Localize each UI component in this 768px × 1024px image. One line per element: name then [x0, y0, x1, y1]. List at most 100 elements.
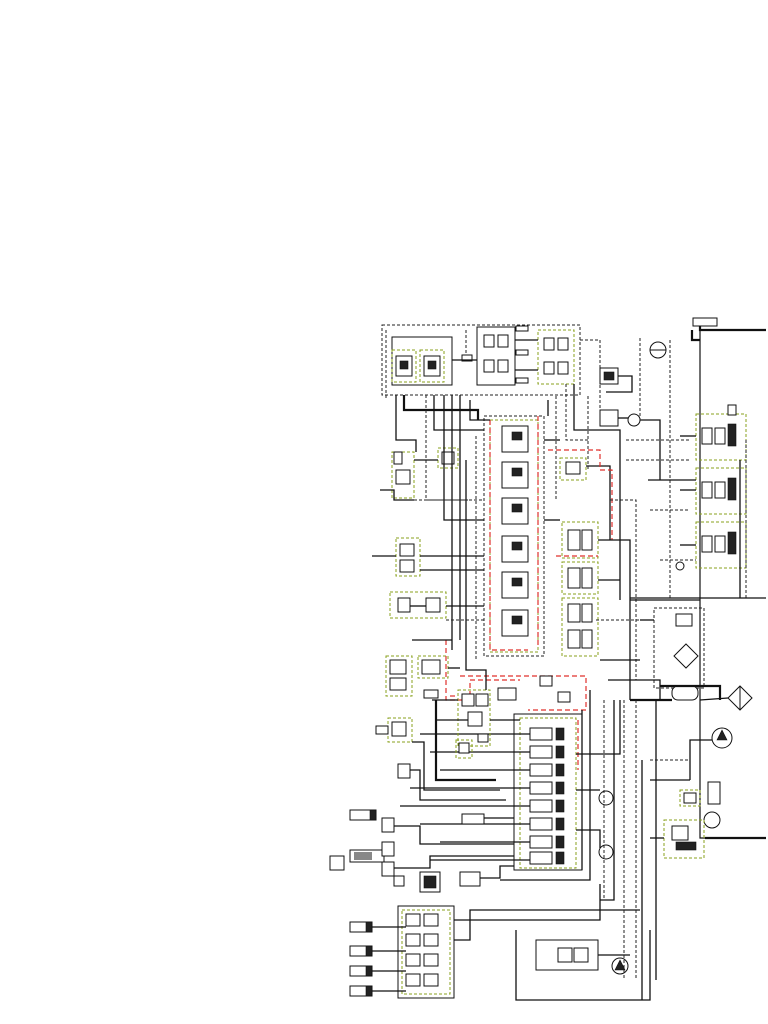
valve-symbol [393, 451, 403, 465]
valve-symbol [727, 477, 737, 501]
valve-symbol [603, 371, 615, 381]
component-group-outline [419, 349, 445, 383]
assembly-boundary [483, 415, 545, 657]
component-group-outline [389, 591, 447, 619]
component-group-outline [561, 561, 599, 595]
valve-symbol [599, 409, 619, 427]
valve-symbol [511, 431, 523, 441]
pilot-line [610, 499, 637, 680]
valve-symbol [567, 603, 581, 623]
valve-symbol [555, 727, 565, 741]
valve-symbol [365, 945, 373, 957]
component-group-outline [417, 655, 449, 679]
pump-motor-symbol [675, 561, 685, 571]
highlighted-line [460, 675, 587, 711]
valve-symbol [389, 677, 407, 691]
component-group-outline [455, 739, 473, 759]
filter-valve-symbol [614, 959, 626, 971]
schematic-line [394, 855, 514, 869]
valve-symbol [395, 469, 411, 485]
schematic-line [576, 829, 601, 848]
valve-symbol [714, 427, 726, 445]
valve-symbol [515, 325, 529, 332]
center-right-valve-blocks [548, 449, 637, 700]
top-valve-group [381, 324, 601, 410]
valve-symbol [365, 965, 373, 977]
valve-symbol [393, 875, 405, 887]
valve-symbol [375, 725, 389, 735]
valve-symbol [369, 809, 377, 821]
valve-symbol [399, 559, 415, 573]
schematic-line [395, 395, 417, 452]
component-group-outline [561, 597, 599, 657]
valve-symbol [529, 781, 553, 795]
pump-motor-symbol [627, 413, 641, 427]
pump-motor-symbol [598, 790, 614, 806]
schematic-line [586, 465, 611, 540]
schematic-line [598, 539, 631, 700]
valve-symbol [511, 467, 523, 477]
schematic-line [433, 395, 484, 431]
valve-symbol [529, 727, 553, 741]
valve-symbol [567, 567, 581, 589]
valve-symbol [365, 921, 373, 933]
schematic-line [573, 384, 621, 600]
valve-symbol [581, 603, 593, 623]
pump-cooler-area [630, 607, 753, 859]
valve-sections-upper [501, 425, 529, 637]
pump-motor-symbol [598, 844, 614, 860]
valve-symbol [497, 687, 517, 701]
left-small-groups [372, 447, 459, 779]
schematic-line [699, 330, 705, 839]
highlighted-line [489, 420, 528, 651]
valve-symbol [405, 913, 421, 927]
valve-symbol [475, 693, 489, 707]
valve-symbol [405, 973, 421, 987]
valve-symbol [701, 427, 713, 445]
valve-symbol [543, 361, 555, 375]
assembly-boundary [397, 905, 455, 999]
schematic-line [434, 700, 496, 782]
valve-symbol [458, 742, 470, 754]
schematic-line [410, 769, 506, 801]
valve-symbol [497, 334, 509, 348]
schematic-line [480, 865, 514, 879]
left-actuators [329, 809, 514, 893]
valve-symbol [555, 835, 565, 849]
valve-symbol [511, 577, 523, 587]
valve-symbol [543, 337, 555, 351]
valve-symbol [539, 675, 553, 687]
valve-symbol [529, 745, 553, 759]
valve-symbol [391, 721, 407, 737]
valve-symbol [461, 813, 485, 825]
component-group-outline [401, 909, 451, 995]
valve-symbol [381, 817, 395, 833]
schematic-line [500, 690, 591, 881]
valve-symbol [423, 953, 439, 967]
valve-symbol [727, 423, 737, 447]
valve-symbol [467, 711, 483, 727]
hydraulic-lines [385, 330, 700, 901]
valve-symbol [692, 317, 718, 327]
valve-symbol [511, 503, 523, 513]
valve-symbol [381, 841, 395, 857]
component-group-outline [387, 717, 413, 743]
filter-valve-symbol [673, 643, 699, 669]
schematic-line [443, 395, 484, 521]
valve-symbol [529, 763, 553, 777]
valve-symbol [423, 933, 439, 947]
schematic-line [576, 700, 621, 755]
valve-symbol [555, 799, 565, 813]
component-group-outline [537, 329, 575, 385]
schematic-line [454, 909, 640, 941]
schematic-line [660, 684, 722, 700]
component-group-outline [385, 655, 413, 697]
highlighted-line [548, 449, 613, 540]
schematic-line [402, 395, 480, 420]
component-group-outline [519, 717, 577, 869]
valve-symbol [423, 875, 437, 889]
valve-symbol [683, 792, 697, 804]
valve-symbol [329, 855, 345, 871]
schematic-line [608, 679, 661, 700]
